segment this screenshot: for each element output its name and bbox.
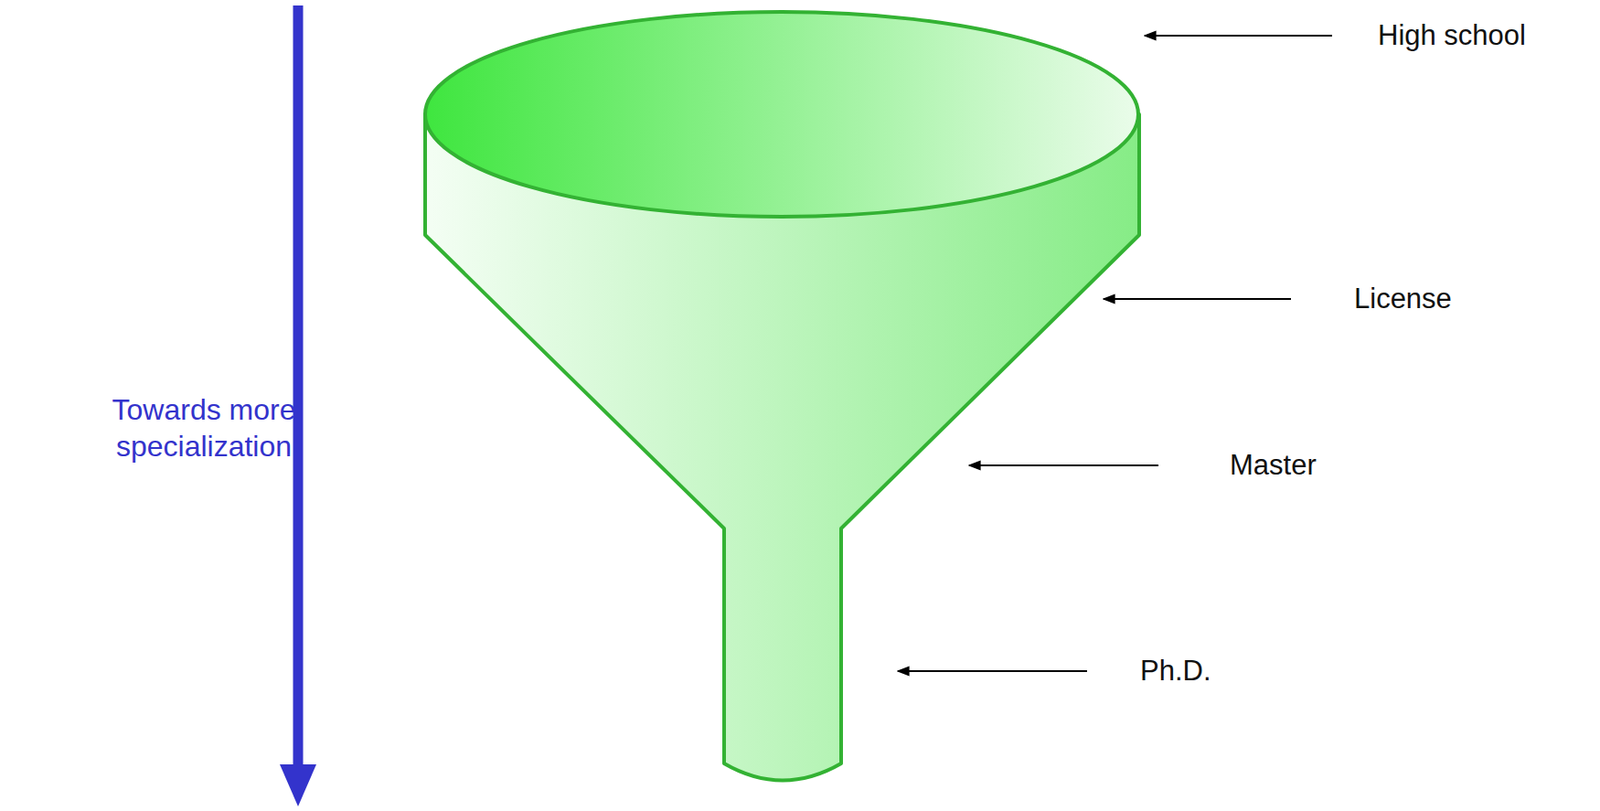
leader-arrows xyxy=(897,35,1333,672)
axis-label: Towards more specialization xyxy=(89,391,319,465)
funnel-rim xyxy=(425,11,1139,217)
level-label: Ph.D. xyxy=(1140,653,1212,690)
level-label: License xyxy=(1354,281,1452,318)
level-label: Master xyxy=(1229,448,1317,484)
level-label: High school xyxy=(1377,18,1526,54)
